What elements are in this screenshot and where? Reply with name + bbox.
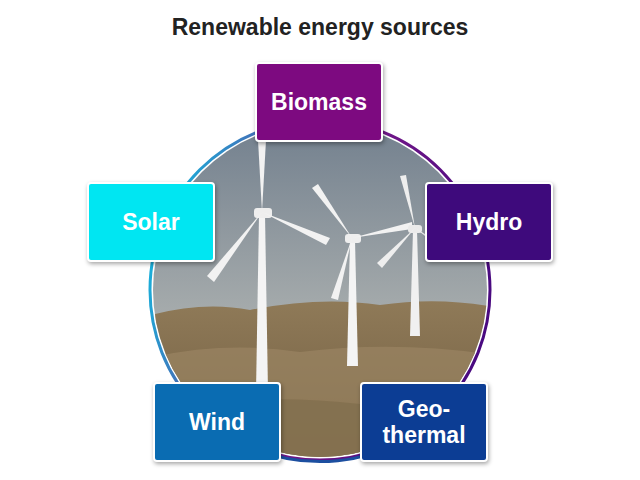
energy-source-label: Solar (122, 209, 180, 235)
energy-source-label: Hydro (456, 209, 522, 235)
energy-source-box: Geo- thermal (360, 382, 488, 462)
energy-source-box: Hydro (425, 182, 553, 262)
energy-source-label: Geo- thermal (371, 396, 477, 449)
diagram-title: Renewable energy sources (0, 14, 640, 41)
energy-source-box: Wind (153, 382, 281, 462)
energy-source-label: Wind (189, 409, 245, 435)
energy-source-label: Biomass (271, 89, 367, 115)
energy-source-box: Solar (87, 182, 215, 262)
energy-source-box: Biomass (255, 62, 383, 142)
